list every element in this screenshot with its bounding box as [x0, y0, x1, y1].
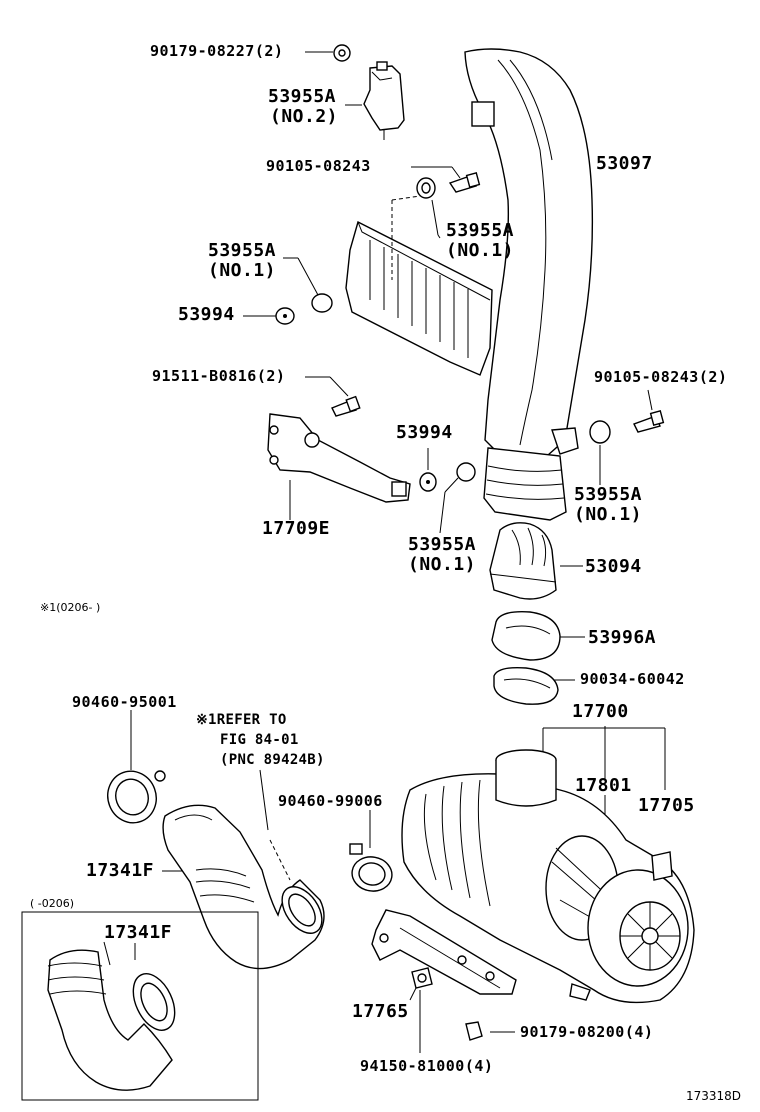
nut-94150: [411, 967, 433, 989]
bolts: [331, 172, 665, 433]
label-53097: 53097: [596, 153, 653, 174]
label-94150-81000: 94150-81000(4): [360, 1057, 494, 1075]
label-53994-mid: 53994: [396, 422, 453, 443]
label-53955a-no1-mid: 53955A: [408, 534, 477, 555]
note-0206: ※1(0206- ): [40, 601, 101, 614]
label-17801: 17801: [575, 775, 632, 796]
refer-note-line2: FIG 84-01: [220, 732, 299, 748]
label-91511-b0816: 91511-B0816(2): [152, 367, 286, 385]
label-17709e: 17709E: [262, 518, 331, 539]
label-90105-08243-2: 90105-08243(2): [594, 368, 728, 386]
nut-clip-top: [333, 44, 351, 62]
hose-clamp-99006: [349, 843, 393, 892]
refer-note-line3: (PNC 89424B): [220, 752, 325, 768]
clip-90034: [493, 666, 559, 705]
hose-17341f-main: [162, 804, 325, 970]
resonator-shield: [345, 220, 493, 376]
label-no1-left: (NO.1): [208, 260, 277, 281]
label-90034-60042: 90034-60042: [580, 670, 685, 688]
grommets: [275, 177, 611, 492]
label-no1-mid: (NO.1): [408, 554, 477, 575]
bolt-90179-08200: [465, 1021, 483, 1041]
label-90179-08227: 90179-08227(2): [150, 42, 284, 60]
bracket-no2: [363, 61, 405, 140]
label-90460-95001: 90460-95001: [72, 693, 177, 711]
hose-clamp-95001: [107, 770, 166, 824]
label-17700: 17700: [572, 701, 629, 722]
label-53955a-no1-upper: 53955A: [446, 220, 515, 241]
figure-id: 173318D: [686, 1089, 742, 1103]
label-90460-99006: 90460-99006: [278, 792, 383, 810]
label-90179-08200: 90179-08200(4): [520, 1023, 654, 1041]
label-53994-left: 53994: [178, 304, 235, 325]
label-17341f-inset: 17341F: [104, 922, 173, 943]
bracket-17765: [371, 909, 517, 995]
duct-boot: [483, 447, 567, 521]
label-53955a-no1-right: 53955A: [574, 484, 643, 505]
label-no2: (NO.2): [270, 106, 339, 127]
adapter-53094: [489, 522, 557, 600]
air-duct-53097: [464, 48, 594, 456]
refer-note-line1: ※1REFER TO: [196, 712, 287, 728]
label-53955a-no2: 53955A: [268, 86, 337, 107]
label-17765: 17765: [352, 1001, 409, 1022]
label-17705: 17705: [638, 795, 695, 816]
label-no1-upper: (NO.1): [446, 240, 515, 261]
gasket-53996a: [491, 611, 561, 661]
label-53094: 53094: [585, 556, 642, 577]
bracket-17709e: [267, 413, 411, 503]
air-cleaner-17700: [401, 749, 695, 1004]
label-no1-right: (NO.1): [574, 504, 643, 525]
label-53955a-no1-left: 53955A: [208, 240, 277, 261]
label-53996a: 53996A: [588, 627, 657, 648]
inset-period-label: ( -0206): [30, 897, 75, 910]
label-90105-08243: 90105-08243: [266, 157, 371, 175]
inset-box: [21, 911, 259, 1101]
label-17341f-main: 17341F: [86, 860, 155, 881]
